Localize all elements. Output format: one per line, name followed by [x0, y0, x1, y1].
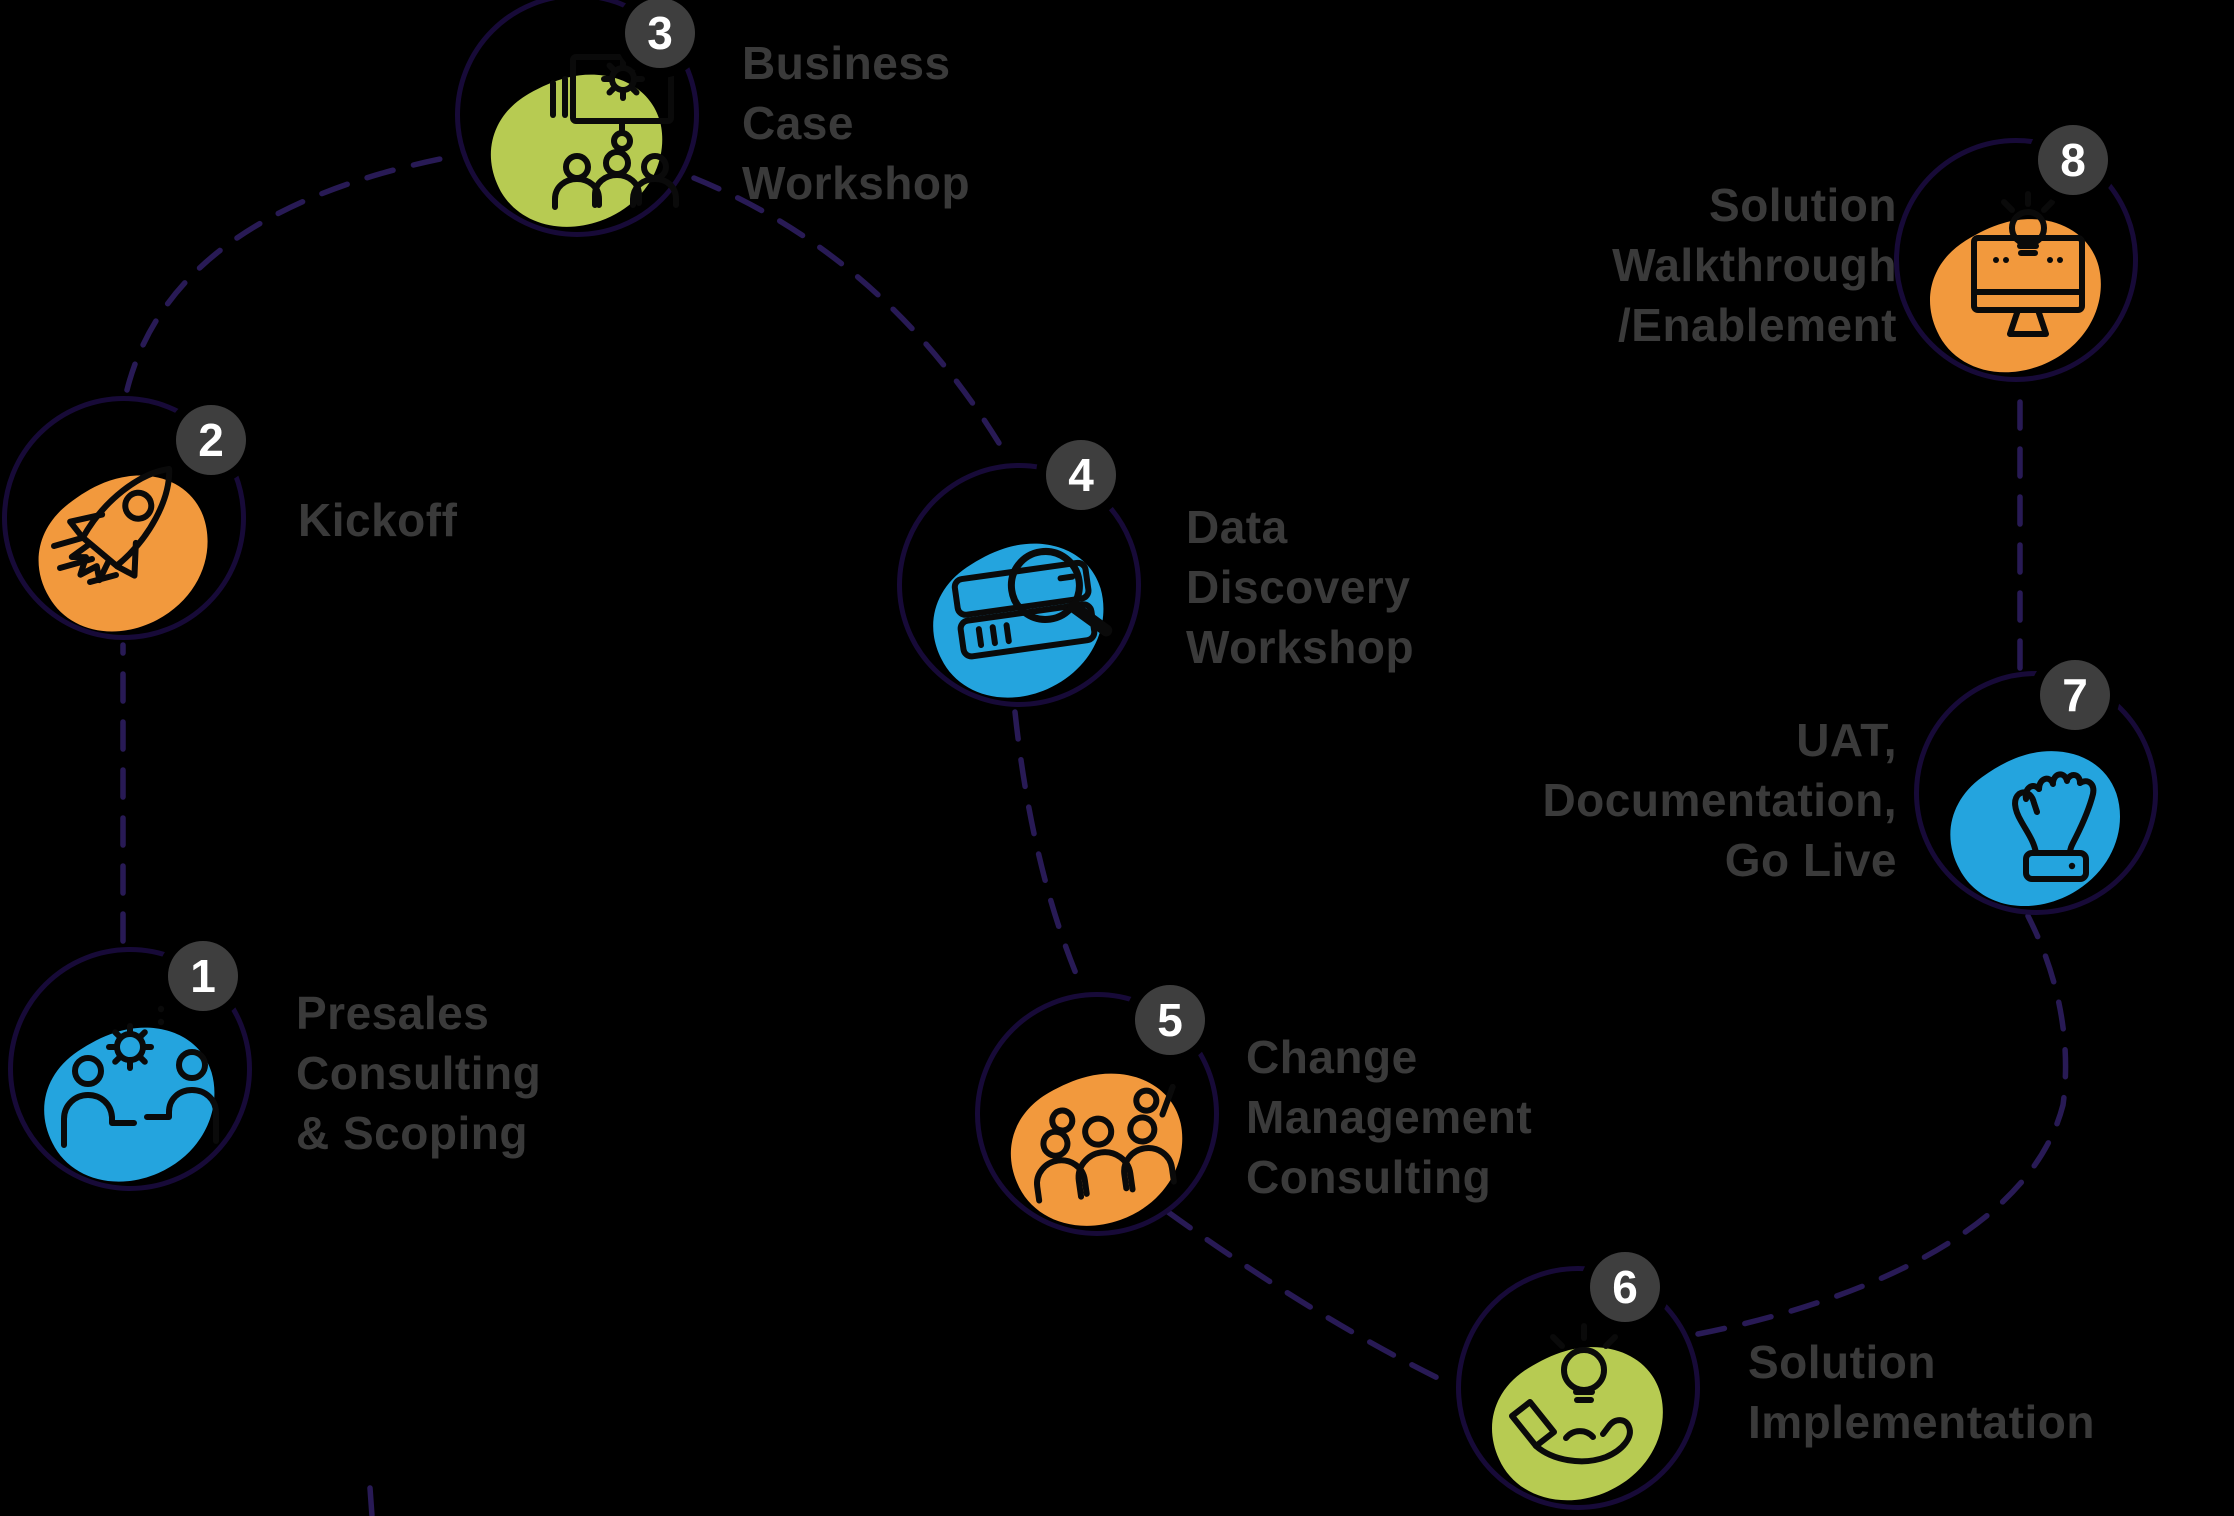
step-2-number: 2: [198, 414, 224, 466]
step-7-badge: 7: [2040, 660, 2110, 730]
step-7-number: 7: [2062, 669, 2088, 721]
step-1-badge: 1: [168, 941, 238, 1011]
step-1-label: Presales Consulting & Scoping: [296, 987, 542, 1159]
connector-6-7: [1695, 913, 2069, 1337]
presentation-audience-icon: [550, 54, 679, 210]
step-6-label: Solution Implementation: [1748, 1336, 2095, 1448]
step-8-label: Solution Walkthrough /Enablement: [1612, 179, 1897, 351]
step-4-circle: [897, 463, 1141, 707]
step-5-number: 5: [1157, 994, 1183, 1046]
step-3-badge: 3: [625, 0, 695, 68]
step-2-label: Kickoff: [298, 494, 458, 546]
step-3-blob: [490, 74, 663, 227]
step-7-blob: [1950, 751, 2120, 907]
step-5-label: Change Management Consulting: [1246, 1031, 1533, 1203]
connector-4-5: [1012, 709, 1085, 991]
step-5-circle: [975, 992, 1219, 1236]
step-2-badge: 2: [176, 405, 246, 475]
step-1-number: 1: [190, 950, 216, 1002]
step-6-blob: [1492, 1347, 1663, 1501]
step-4-number: 4: [1068, 449, 1094, 501]
connector-stub-bottom: [367, 1485, 375, 1516]
step-7-label: UAT, Documentation, Go Live: [1542, 714, 1897, 886]
step-4-blob: [933, 543, 1104, 698]
people-group-icon: [1034, 1083, 1177, 1204]
step-6-badge: 6: [1590, 1252, 1660, 1322]
step-1-circle: [8, 947, 252, 1191]
connector-3-4: [691, 175, 1011, 461]
hand-lightbulb-icon: [1509, 1323, 1633, 1465]
rocket-icon: [51, 465, 173, 585]
step-2-circle: [2, 396, 246, 640]
consulting-people-gear-icon: [61, 1005, 219, 1148]
step-3-circle: [455, 0, 699, 237]
step-4-badge: 4: [1046, 440, 1116, 510]
monitor-lightbulb-icon: [1971, 191, 2085, 337]
step-3-number: 3: [647, 7, 673, 59]
step-8-circle: [1894, 138, 2138, 382]
server-magnifier-icon: [951, 547, 1113, 660]
step-6-circle: [1456, 1266, 1700, 1510]
step-2-blob: [38, 475, 208, 632]
step-3-label: Business Case Workshop: [742, 37, 971, 209]
step-5-badge: 5: [1135, 985, 1205, 1055]
step-7-circle: [1914, 671, 2158, 915]
step-8-badge: 8: [2038, 125, 2108, 195]
step-8-number: 8: [2060, 134, 2086, 186]
connector-2-3: [124, 154, 453, 393]
step-1-blob: [44, 1027, 215, 1182]
step-6-number: 6: [1612, 1261, 1638, 1313]
connector-5-6: [1165, 1209, 1453, 1387]
raised-hand-icon: [2012, 771, 2097, 882]
step-4-label: Data Discovery Workshop: [1186, 501, 1415, 673]
